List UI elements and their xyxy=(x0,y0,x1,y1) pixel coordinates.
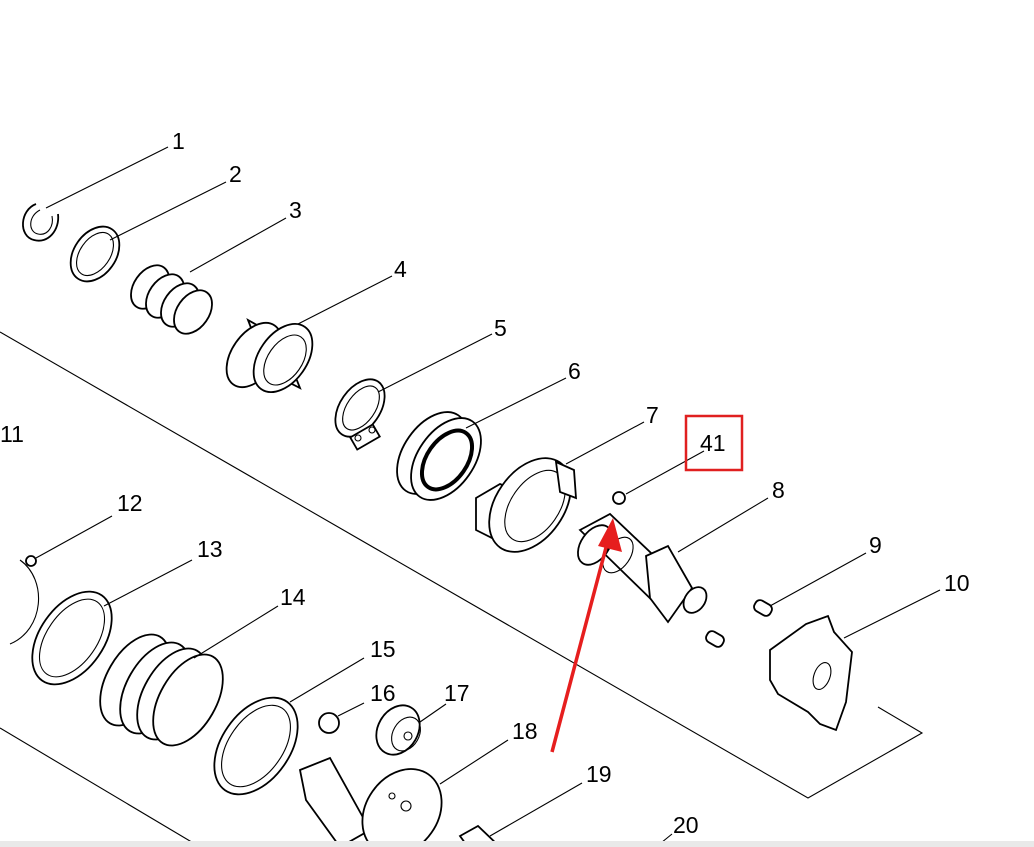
small-pin xyxy=(705,630,725,648)
callout-15: 15 xyxy=(370,636,396,662)
callout-8: 8 xyxy=(772,477,785,503)
part-12-ring xyxy=(9,555,40,645)
arrow-head-icon xyxy=(598,518,622,552)
callout-1: 1 xyxy=(172,128,185,154)
part-18-spindle xyxy=(298,756,443,847)
callout-19: 19 xyxy=(586,761,612,787)
part-17-gear xyxy=(375,704,421,756)
part-4-bushing xyxy=(225,317,314,393)
callout-9: 9 xyxy=(869,532,882,558)
callout-labels: 1 2 3 4 5 6 7 8 9 10 11 12 13 14 15 16 1… xyxy=(0,128,970,838)
callout-41: 41 xyxy=(700,430,726,456)
part-1-snap-ring xyxy=(22,203,60,242)
callout-13: 13 xyxy=(197,536,223,562)
callout-12: 12 xyxy=(117,490,143,516)
callout-2: 2 xyxy=(229,161,242,187)
callout-3: 3 xyxy=(289,197,302,223)
callout-17: 17 xyxy=(444,680,470,706)
part-6-bearing xyxy=(396,411,482,501)
part-2-washer xyxy=(69,225,121,283)
part-15-washer xyxy=(213,696,299,796)
callout-7: 7 xyxy=(646,402,659,428)
part-5-circlip xyxy=(334,378,386,451)
callout-20: 20 xyxy=(673,812,699,838)
highlighted-callout-41: 41 xyxy=(684,414,744,472)
callout-14: 14 xyxy=(280,584,306,610)
bottom-edge-bar xyxy=(0,841,1034,847)
part-41-ball xyxy=(612,491,626,505)
part-16-ball xyxy=(318,712,340,734)
callout-16: 16 xyxy=(370,680,396,706)
assembly-outline xyxy=(0,331,924,847)
highlight-box xyxy=(684,414,744,472)
part-7-housing xyxy=(475,457,577,553)
part-14-spring xyxy=(99,633,224,747)
callout-5: 5 xyxy=(494,315,507,341)
callout-10: 10 xyxy=(944,570,970,596)
leader-lines xyxy=(35,146,941,847)
part-10-claw-plate xyxy=(769,614,853,732)
part-13-washer xyxy=(31,590,113,686)
callout-6: 6 xyxy=(568,358,581,384)
red-pointer-arrow xyxy=(550,518,622,753)
part-3-spring xyxy=(130,264,213,335)
callout-18: 18 xyxy=(512,718,538,744)
callout-11: 11 xyxy=(0,421,24,447)
part-9-pin xyxy=(753,599,773,617)
callout-4: 4 xyxy=(394,256,407,282)
